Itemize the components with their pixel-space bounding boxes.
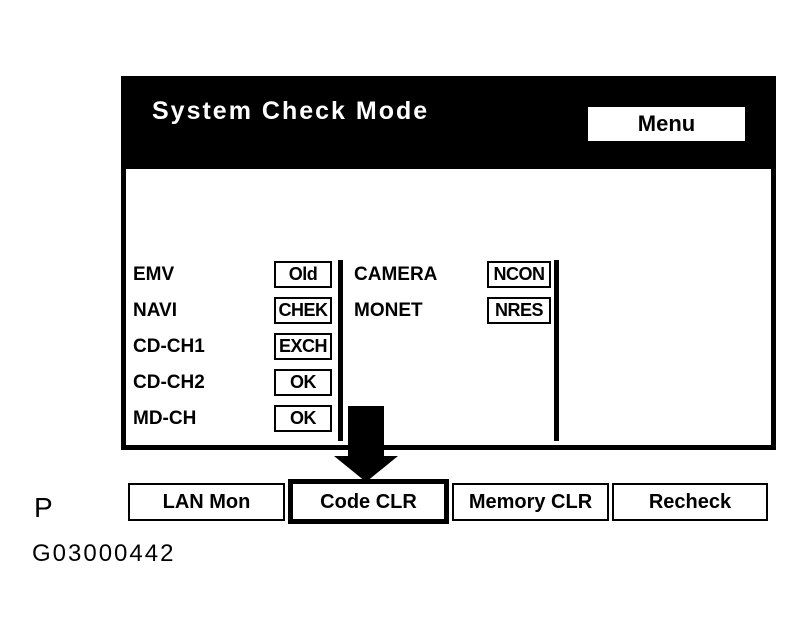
- pointer-arrow-head-icon: [334, 456, 398, 482]
- device-label-monet: MONET: [354, 300, 423, 321]
- device-label-cd-ch1: CD-CH1: [133, 336, 205, 357]
- screen-header: System Check Mode Menu: [126, 81, 771, 169]
- status-value-cd-ch1: EXCH: [274, 333, 332, 360]
- page-title: System Check Mode: [152, 97, 430, 125]
- recheck-button[interactable]: Recheck: [612, 483, 768, 521]
- device-label-camera: CAMERA: [354, 264, 438, 285]
- device-label-navi: NAVI: [133, 300, 177, 321]
- column-divider-left: [338, 260, 343, 441]
- status-value-camera: NCON: [487, 261, 551, 288]
- status-value-cd-ch2: OK: [274, 369, 332, 396]
- menu-button[interactable]: Menu: [588, 107, 745, 141]
- device-label-cd-ch2: CD-CH2: [133, 372, 205, 393]
- memory-clr-button[interactable]: Memory CLR: [452, 483, 609, 521]
- lan-mon-button[interactable]: LAN Mon: [128, 483, 285, 521]
- pointer-arrow-icon: [348, 406, 384, 457]
- device-label-md-ch: MD-CH: [133, 408, 197, 429]
- figure-code: G03000442: [32, 540, 176, 567]
- screen-body: EMV Old NAVI CHEK CD-CH1 EXCH CD-CH2 OK …: [126, 169, 771, 524]
- status-value-navi: CHEK: [274, 297, 332, 324]
- status-value-emv: Old: [274, 261, 332, 288]
- system-check-screen: System Check Mode Menu EMV Old NAVI CHEK…: [121, 76, 776, 524]
- code-clr-button[interactable]: Code CLR: [288, 479, 449, 524]
- figure-letter: P: [34, 492, 53, 523]
- column-divider-right: [554, 260, 559, 441]
- status-value-monet: NRES: [487, 297, 551, 324]
- device-label-emv: EMV: [133, 264, 175, 285]
- status-value-md-ch: OK: [274, 405, 332, 432]
